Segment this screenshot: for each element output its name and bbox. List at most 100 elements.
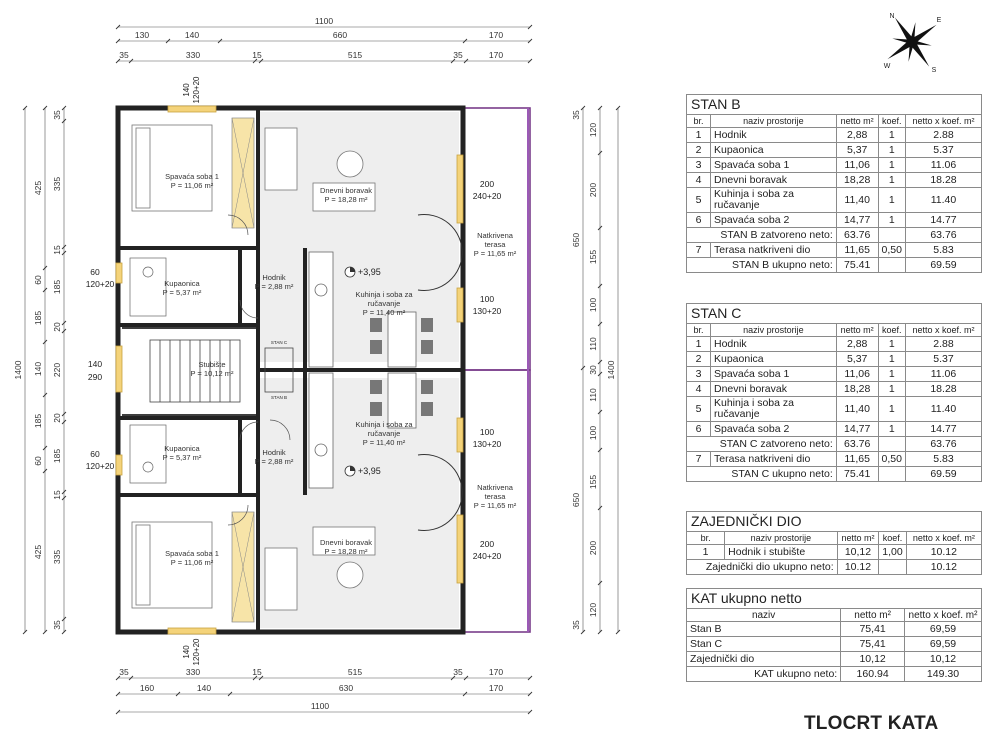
cell-netto: 2,88 bbox=[835, 336, 879, 352]
room-area-hodnik-top: P = 2,88 m² bbox=[255, 282, 294, 291]
room-name-kuhinja-bottom-b: ručavanje bbox=[368, 429, 401, 438]
cell-koef: 1 bbox=[877, 157, 906, 173]
cell-nk: 14.77 bbox=[904, 421, 983, 437]
cell-br: 1 bbox=[686, 127, 711, 143]
col-header-koef: koef. bbox=[877, 323, 906, 337]
dim-left-o4: 140 bbox=[33, 362, 43, 376]
cell-netto: 18,28 bbox=[835, 172, 879, 188]
dim-bottom-1e: 35 bbox=[453, 667, 463, 677]
opening-right-win-top-b: 130+20 bbox=[473, 306, 502, 316]
cell-nk: 2.88 bbox=[904, 127, 983, 143]
dim-left-i8: 185 bbox=[52, 449, 62, 463]
compass-rose-icon: N E S W bbox=[884, 13, 942, 74]
cell-koef: 1 bbox=[877, 212, 906, 228]
cell-netto: 10,12 bbox=[840, 651, 905, 667]
table-title: ZAJEDNIČKI DIO bbox=[686, 511, 982, 532]
total-label: Zajednički dio ukupno neto: bbox=[686, 559, 838, 575]
opening-right-door-bottom-b: 240+20 bbox=[473, 551, 502, 561]
room-name-terasa-top-b: terasa bbox=[485, 240, 507, 249]
opening-kup-bottom-b: 120+20 bbox=[86, 461, 115, 471]
total-label: STAN C ukupno neto: bbox=[686, 466, 837, 482]
opening-right-door-top-b: 240+20 bbox=[473, 191, 502, 201]
dim-right-i4: 100 bbox=[588, 298, 598, 312]
dim-right-i8: 100 bbox=[588, 426, 598, 440]
dim-top-3d: 515 bbox=[348, 50, 362, 60]
cell-nk: 5.83 bbox=[904, 242, 983, 258]
cell-br: 4 bbox=[686, 172, 711, 188]
opening-bottom-b: 120+20 bbox=[192, 638, 201, 665]
cell-netto: 75,41 bbox=[840, 621, 905, 637]
room-area-terasa-bottom: P = 11,65 m² bbox=[474, 501, 517, 510]
dim-left-i2: 335 bbox=[52, 177, 62, 191]
subtotal-label: STAN C zatvoreno neto: bbox=[686, 436, 837, 452]
cell-br: 2 bbox=[686, 142, 711, 158]
dim-right-i9: 155 bbox=[588, 475, 598, 489]
room-name-dnevni-bottom: Dnevni boravak bbox=[320, 538, 372, 547]
total-netto: 160.94 bbox=[840, 666, 905, 682]
opening-stair-a: 140 bbox=[88, 359, 102, 369]
dim-left-i4: 185 bbox=[52, 280, 62, 294]
dim-left-o7: 425 bbox=[33, 545, 43, 559]
cell-netto: 5,37 bbox=[835, 351, 879, 367]
cell-netto: 2,88 bbox=[835, 127, 879, 143]
dim-left-o1: 425 bbox=[33, 181, 43, 195]
stan-mark-c: STAN C bbox=[271, 340, 288, 345]
dim-bottom-1f: 170 bbox=[489, 667, 503, 677]
table-stan-c: STAN C br. naziv prostorije netto m² koe… bbox=[686, 303, 983, 482]
col-header-koef: koef. bbox=[878, 531, 907, 545]
cell-koef: 1 bbox=[877, 127, 906, 143]
total-nk: 10.12 bbox=[905, 559, 983, 575]
opening-right-win-top-a: 100 bbox=[480, 294, 494, 304]
dim-right-i7: 110 bbox=[588, 388, 598, 402]
level-top: +3,95 bbox=[358, 267, 381, 277]
cell-nk: 14.77 bbox=[904, 212, 983, 228]
dim-top-2c: 660 bbox=[333, 30, 347, 40]
cell-naziv: Dnevni boravak bbox=[710, 381, 837, 397]
total-netto: 10.12 bbox=[836, 559, 880, 575]
drawing-title: TLOCRT KATA bbox=[804, 713, 939, 734]
room-area-hodnik-bottom: P = 2,88 m² bbox=[255, 457, 294, 466]
dim-bottom-2a: 160 bbox=[140, 683, 154, 693]
room-name-kuhinja-top-b: ručavanje bbox=[368, 299, 401, 308]
cell-nk: 11.06 bbox=[904, 157, 983, 173]
dim-right-i11: 120 bbox=[588, 603, 598, 617]
dim-bottom-1a: 35 bbox=[119, 667, 129, 677]
cell-br: 6 bbox=[686, 421, 711, 437]
table-title: KAT ukupno netto bbox=[686, 588, 982, 609]
room-name-kupaonica-bottom: Kupaonica bbox=[164, 444, 200, 453]
subtotal-label: STAN B zatvoreno neto: bbox=[686, 227, 837, 243]
cell-br: 6 bbox=[686, 212, 711, 228]
cell-br: 4 bbox=[686, 381, 711, 397]
subtotal-netto: 63.76 bbox=[835, 436, 879, 452]
cell-naziv: Stan B bbox=[685, 621, 842, 637]
cell-naziv: Spavaća soba 1 bbox=[710, 157, 837, 173]
opening-right-door-top-a: 200 bbox=[480, 179, 494, 189]
opening-right-win-bottom-a: 100 bbox=[480, 427, 494, 437]
dim-top-3e: 35 bbox=[453, 50, 463, 60]
cell-nk: 10,12 bbox=[903, 651, 983, 667]
room-name-stubiste: Stubište bbox=[198, 360, 225, 369]
dim-right-o1: 650 bbox=[571, 233, 581, 247]
cell-netto: 11,40 bbox=[835, 396, 879, 422]
dim-left-i5: 20 bbox=[52, 322, 62, 332]
compass-s: S bbox=[932, 67, 937, 74]
col-header-naziv: naziv bbox=[685, 608, 842, 622]
cell-koef: 1,00 bbox=[878, 544, 907, 560]
cell-netto: 5,37 bbox=[835, 142, 879, 158]
dim-right-i6: 30 bbox=[588, 365, 598, 375]
dim-right-i1: 120 bbox=[588, 123, 598, 137]
room-name-hodnik-bottom: Hodnik bbox=[262, 448, 286, 457]
cell-naziv: Kupaonica bbox=[710, 351, 837, 367]
cell-koef: 1 bbox=[877, 381, 906, 397]
cell-nk: 10.12 bbox=[905, 544, 983, 560]
cell-nk: 11.06 bbox=[904, 366, 983, 382]
dim-top-2a: 130 bbox=[135, 30, 149, 40]
